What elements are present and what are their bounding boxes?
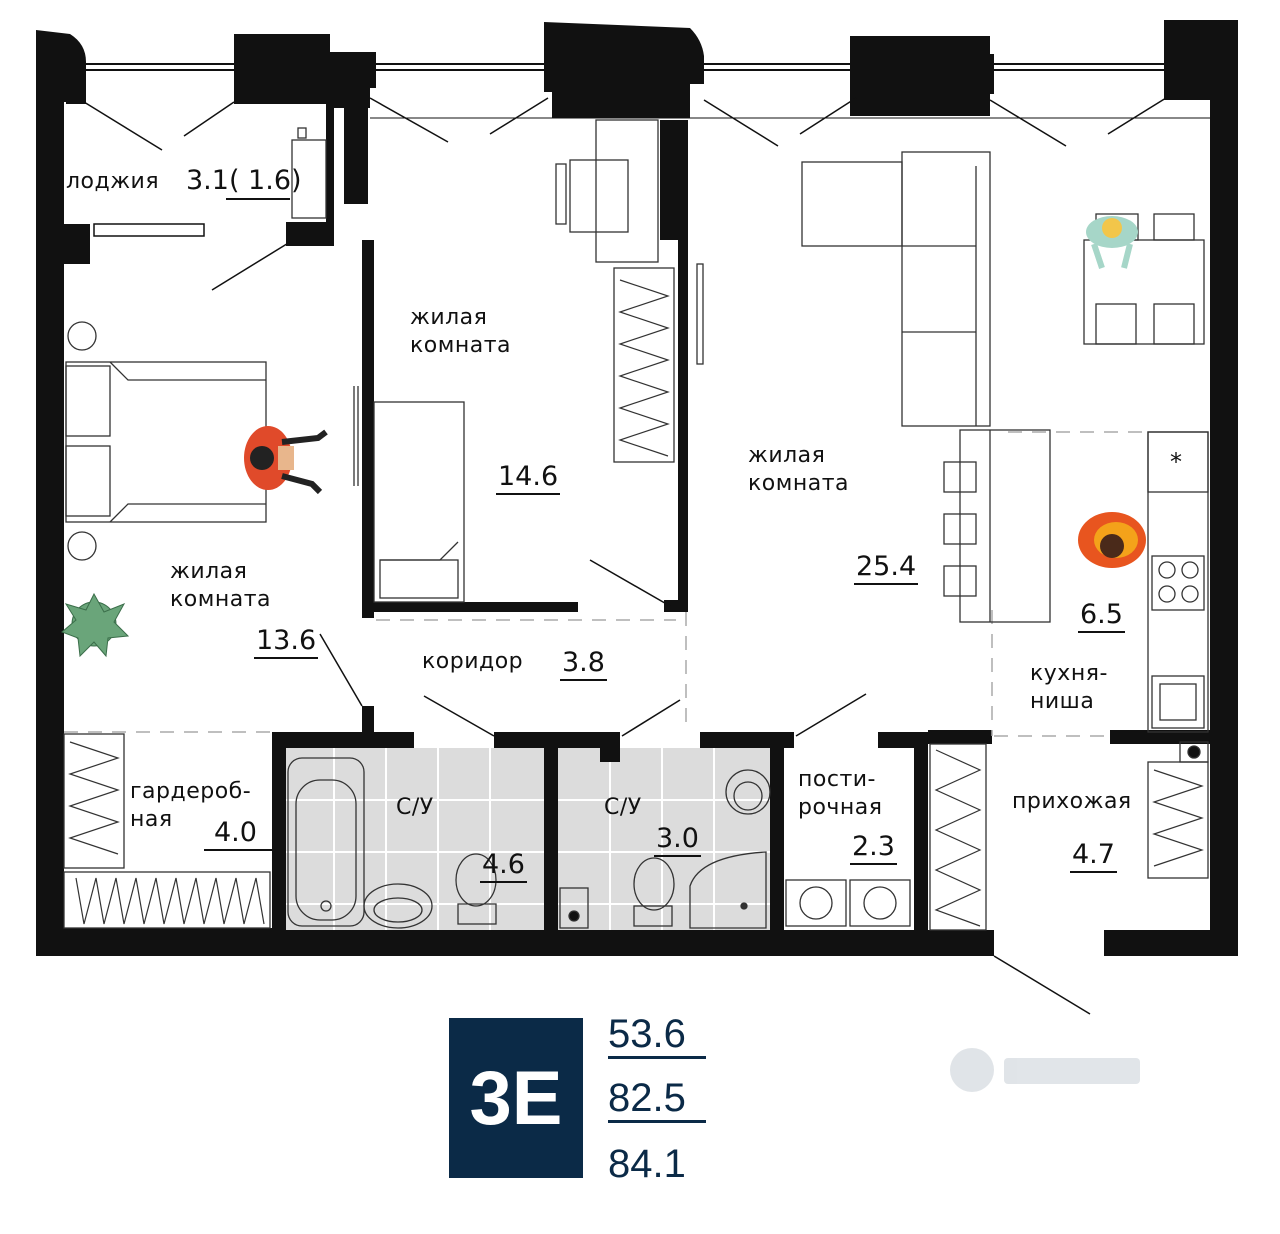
living-area-total: 53.6 [608, 1012, 706, 1059]
door-swings [83, 97, 1167, 1015]
furniture [63, 119, 1209, 931]
bedroom-mid-label-1: жилая [410, 305, 488, 330]
apartment-type-badge: 3E [449, 1018, 583, 1178]
kitchen-label-2: ниша [1030, 689, 1095, 714]
wardrobe-label-1: гардероб- [130, 779, 252, 804]
living-label-1: жилая [748, 443, 826, 468]
hall-area: 4.7 [1070, 840, 1117, 873]
total-area: 82.5 [608, 1076, 706, 1123]
bath2-area: 3.0 [654, 824, 701, 857]
loggia-label: лоджия [66, 169, 160, 194]
bath1-area: 4.6 [480, 850, 527, 883]
kitchen-area: 6.5 [1078, 600, 1125, 633]
kitchen-label-1: кухня- [1030, 661, 1108, 686]
bedroom-left-label-2: комната [170, 587, 272, 612]
wardrobe-label-2: ная [130, 807, 173, 832]
living-label-2: комната [748, 471, 850, 496]
laundry-label-1: пости- [798, 767, 876, 792]
fridge-mark: * [1170, 448, 1183, 476]
windows [86, 63, 1210, 237]
person-dining-illustration [1086, 216, 1138, 269]
laundry-label-2: рочная [798, 795, 883, 820]
corridor-area: 3.8 [560, 648, 607, 681]
corridor-label: коридор [422, 649, 524, 674]
wardrobe-hangers [68, 279, 1204, 927]
zone-dividers [64, 431, 1148, 737]
watermark-logo [950, 1048, 1140, 1092]
loggia-area: 3.1( 1.6) [186, 165, 302, 196]
hall-label: прихожая [1012, 789, 1132, 814]
laundry-area: 2.3 [850, 832, 897, 865]
walls [36, 20, 1238, 956]
loggia-area-underline [226, 198, 290, 200]
person-cooking-illustration [1078, 512, 1146, 568]
bedroom-mid-area: 14.6 [496, 462, 561, 495]
bath2-label: С/У [604, 795, 642, 820]
total-area-with-loggia: 84.1 [608, 1142, 686, 1186]
wardrobe-area: 4.0 [204, 818, 283, 851]
bath1-label: С/У [396, 795, 434, 820]
bathroom-floor-tiles [282, 748, 770, 930]
bedroom-left-label-1: жилая [170, 559, 248, 584]
bedroom-left-area: 13.6 [254, 626, 319, 659]
person-reading-illustration [244, 426, 328, 495]
bedroom-mid-label-2: комната [410, 333, 512, 358]
plant-icon [61, 592, 130, 658]
living-area: 25.4 [854, 552, 919, 585]
